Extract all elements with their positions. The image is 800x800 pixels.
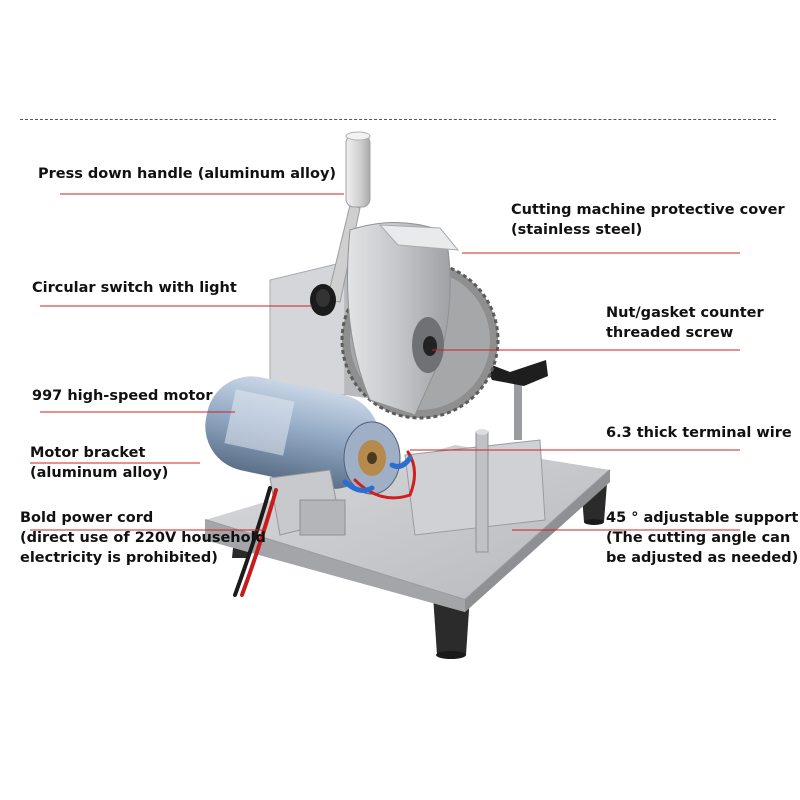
callout-motor: 997 high-speed motor <box>32 388 213 404</box>
callout-nut-line-1: Nut/gasket counter <box>606 305 764 321</box>
leader-lines <box>30 193 740 531</box>
motor <box>205 376 401 495</box>
light-switch <box>310 284 336 316</box>
protective-cover <box>347 222 460 416</box>
callout-nut: Nut/gasket counter threaded screw <box>606 303 764 343</box>
divider-line <box>20 119 776 120</box>
callout-cord-line-1: Bold power cord <box>20 510 154 526</box>
callout-support-line-2: (The cutting angle can <box>606 530 791 546</box>
callout-support-line-3: be adjusted as needed) <box>606 550 799 566</box>
callout-cord-line-3: electricity is prohibited) <box>20 550 218 566</box>
callout-cord-line-2: (direct use of 220V household <box>20 530 266 546</box>
callout-cover: Cutting machine protective cover (stainl… <box>511 200 785 240</box>
callout-wire: 6.3 thick terminal wire <box>606 425 792 441</box>
callout-nut-line-2: threaded screw <box>606 325 734 341</box>
callout-support-line-1: 45 ° adjustable support <box>606 510 799 526</box>
callout-bracket: Motor bracket (aluminum alloy) <box>30 443 168 483</box>
motor-bracket <box>269 469 346 536</box>
callout-cord: Bold power cord (direct use of 220V hous… <box>20 508 266 568</box>
callout-bracket-line-1: Motor bracket <box>30 445 146 461</box>
callout-switch: Circular switch with light <box>32 280 237 296</box>
callout-bracket-line-2: (aluminum alloy) <box>30 465 169 481</box>
callout-cover-line-2: (stainless steel) <box>511 222 643 238</box>
callout-cover-line-1: Cutting machine protective cover <box>511 202 785 218</box>
angle-support <box>404 360 548 553</box>
callout-handle: Press down handle (aluminum alloy) <box>38 166 337 182</box>
terminal-wires <box>342 450 416 500</box>
power-cord <box>233 486 278 597</box>
callout-support: 45 ° adjustable support (The cutting ang… <box>606 508 798 568</box>
